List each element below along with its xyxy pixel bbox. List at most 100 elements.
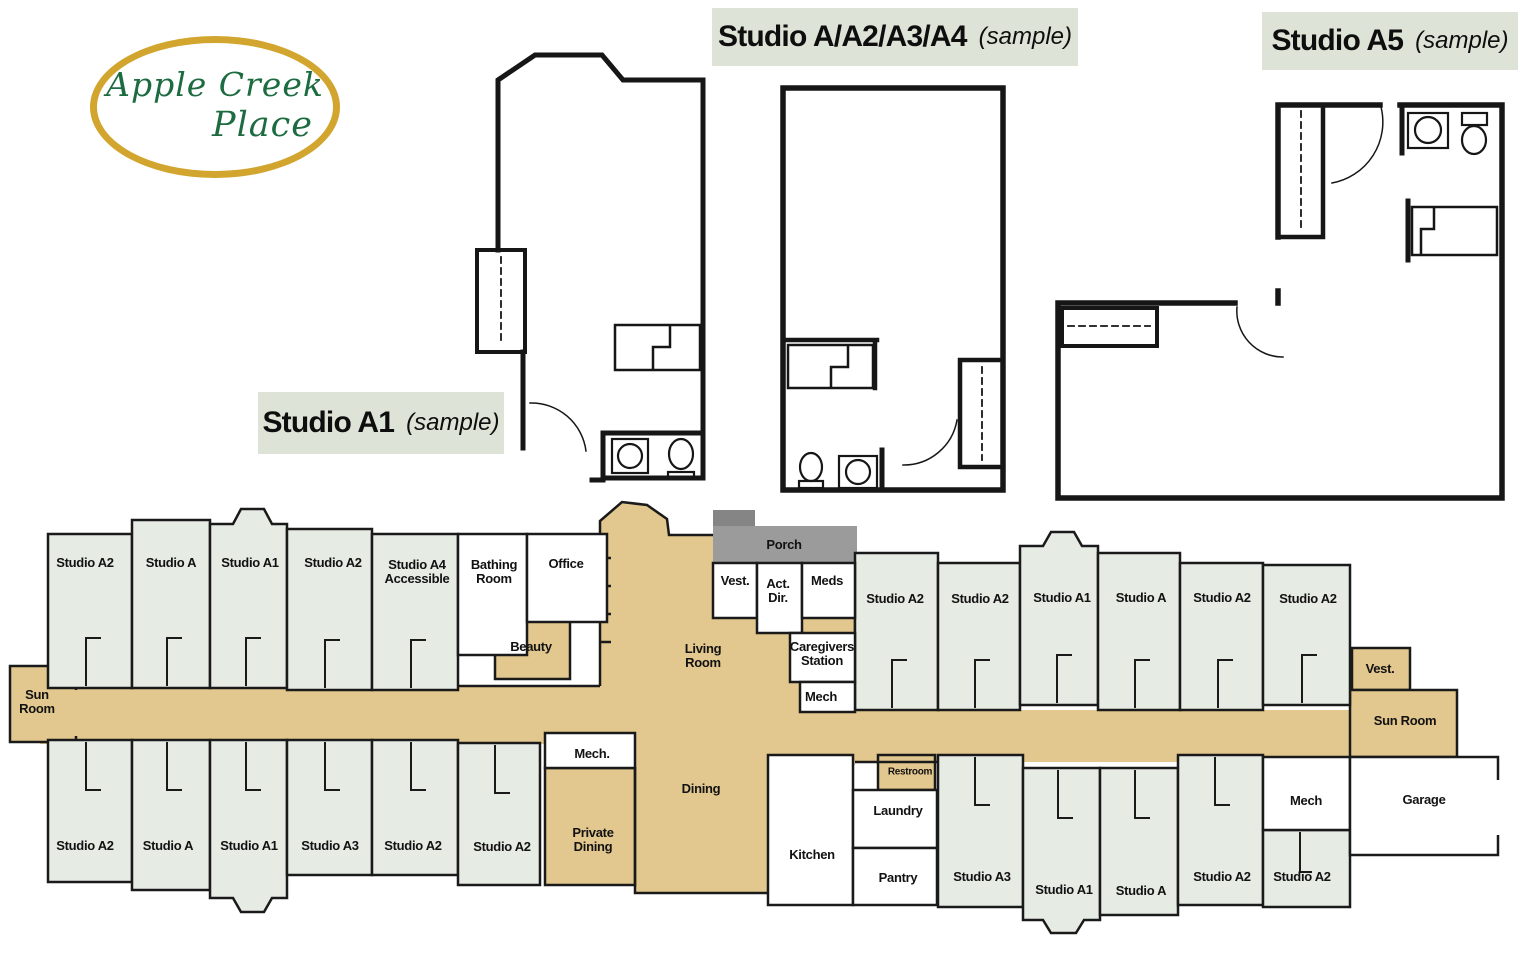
a-interior-wall: [780, 337, 880, 391]
title-studio-a5-name: Studio A5: [1271, 24, 1404, 57]
room-label-studio-a: Studio A: [145, 554, 197, 570]
room-label-meds: Meds: [810, 572, 844, 588]
porch-upper-block: [713, 510, 755, 528]
a1-door-swing: [529, 402, 587, 452]
room-label-living-room: Living Room: [684, 640, 722, 670]
a1-toilet-icon: [667, 437, 695, 471]
title-studio-a1: Studio A1 (sample): [258, 392, 504, 454]
a-door-swing: [902, 419, 958, 466]
room-tr-a2-2: [936, 561, 1022, 712]
a1-counter: [613, 323, 702, 372]
room-label-vestibule-right: Vest.: [1365, 660, 1395, 676]
room-tl-a4: [370, 532, 460, 692]
room-label-studio-a1: Studio A1: [1035, 881, 1093, 897]
office-room: [525, 532, 609, 624]
kitchen-room: [766, 753, 855, 907]
room-tl-a: [130, 518, 212, 690]
room-label-mech-center: Mech: [804, 688, 838, 704]
a1-toilet-base-icon: [666, 470, 696, 481]
a5-divider-wall: [1275, 102, 1383, 306]
title-studio-a1-name: Studio A1: [262, 406, 395, 439]
room-label-studio-a2: Studio A2: [866, 590, 924, 606]
room-label-studio-a: Studio A: [1115, 589, 1167, 605]
garage-room: [1348, 755, 1500, 857]
room-label-restroom: Restroom: [887, 766, 933, 778]
room-label-garage: Garage: [1402, 791, 1446, 807]
room-label-studio-a1: Studio A1: [1033, 589, 1091, 605]
a5-outer-wall: [1055, 102, 1505, 501]
a-sink-icon: [844, 458, 872, 486]
room-tl-a2-1: [46, 532, 134, 690]
room-label-sun-room-right: Sun Room: [1373, 712, 1437, 728]
title-studio-a5-sample: (sample): [1415, 27, 1509, 54]
room-label-studio-a: Studio A: [142, 837, 194, 853]
room-label-studio-a2: Studio A2: [1273, 868, 1331, 884]
studio-rooms: [46, 507, 1352, 935]
a5-counter: [1410, 205, 1499, 257]
service-rooms: [456, 532, 1500, 907]
a5-closet: [1275, 102, 1326, 240]
room-tr-a2-4: [1261, 563, 1352, 707]
mech-br-room: [1261, 755, 1352, 832]
room-label-activity-director: Act. Dir.: [766, 575, 790, 605]
logo-text-line1: Apple Creek: [106, 65, 324, 104]
a5-toilet-icon: [1460, 124, 1488, 156]
a-toilet-base-icon: [797, 479, 825, 490]
room-bl-a: [130, 738, 212, 892]
room-label-beauty: Beauty: [510, 638, 552, 654]
mech-bl-room: [543, 731, 637, 770]
private-dining-room: [543, 766, 637, 887]
room-label-studio-a3: Studio A3: [301, 837, 359, 853]
room-label-vestibule: Vest.: [720, 572, 750, 588]
pantry-room: [851, 846, 939, 907]
sun-room-right: [1348, 688, 1459, 759]
tan-rooms: [493, 617, 1459, 887]
a-outer-wall: [780, 85, 1006, 493]
apple-creek-place-logo: Apple Creek Place: [90, 36, 340, 178]
a5-door-swing-lower: [1236, 306, 1284, 358]
room-label-dining: Dining: [681, 780, 721, 796]
room-label-pantry: Pantry: [878, 869, 918, 885]
room-label-porch: Porch: [766, 536, 802, 552]
studio-a-group-sample-floorplan: [780, 85, 1006, 493]
title-studio-a-group: Studio A/A2/A3/A4 (sample): [712, 8, 1078, 66]
studio-a5-sample-floorplan: [1055, 102, 1505, 501]
a1-outer-wall: [495, 52, 706, 481]
room-label-private-dining: Private Dining: [572, 824, 614, 854]
a-sink-cabinet-icon: [837, 454, 879, 490]
meds-room: [800, 561, 857, 620]
vestibule-center: [711, 561, 759, 620]
a5-closet2: [1060, 306, 1159, 348]
a1-sink-cabinet-icon: [610, 437, 650, 475]
studio-a1-sample-floorplan: [475, 52, 706, 483]
room-tr-a2-3: [1178, 561, 1265, 712]
room-tl-a2-2: [285, 527, 374, 692]
room-bl-a1: [208, 738, 289, 914]
room-label-studio-a2: Studio A2: [473, 838, 531, 854]
room-label-sun-room-left: Sun Room: [19, 686, 55, 716]
a5-door-swing-upper: [1331, 106, 1384, 184]
room-br-a1: [1021, 766, 1102, 935]
room-label-studio-a2: Studio A2: [384, 837, 442, 853]
room-label-studio-a2: Studio A2: [1279, 590, 1337, 606]
room-tr-a2-1: [853, 551, 940, 712]
a-closet: [957, 357, 1006, 470]
room-label-studio-a2: Studio A2: [56, 554, 114, 570]
title-studio-a-group-name: Studio A/A2/A3/A4: [717, 20, 967, 53]
room-label-studio-a2: Studio A2: [1193, 868, 1251, 884]
room-tr-a: [1096, 551, 1182, 712]
activity-director-room: [755, 561, 804, 635]
bathing-room: [456, 532, 529, 657]
room-label-studio-a2: Studio A2: [304, 554, 362, 570]
room-label-mech-bl: Mech.: [574, 745, 610, 761]
mech-center-room: [798, 680, 857, 714]
room-label-studio-a: Studio A: [1115, 882, 1167, 898]
a5-sink-cabinet-icon: [1406, 111, 1450, 150]
room-label-studio-a2: Studio A2: [951, 590, 1009, 606]
room-bl-a2-1: [46, 738, 134, 884]
a1-closet: [475, 248, 527, 354]
a5-sink-icon: [1413, 115, 1443, 145]
room-label-studio-a1: Studio A1: [220, 837, 278, 853]
room-label-mech-br: Mech: [1289, 792, 1323, 808]
